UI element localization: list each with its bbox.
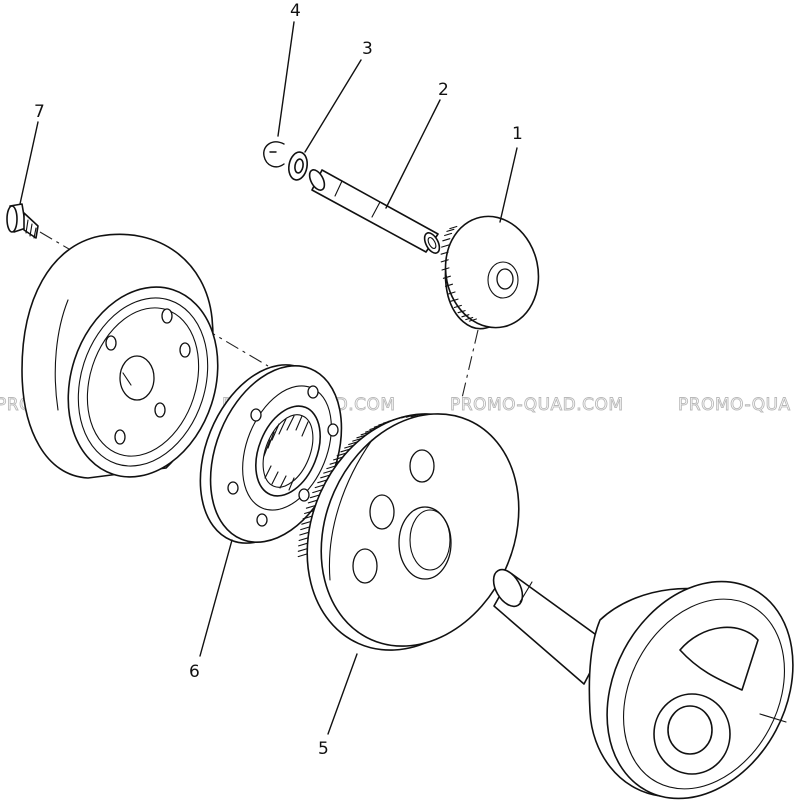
gear-tooth (307, 499, 318, 504)
part-4-circlip (263, 141, 285, 168)
gear-tooth (297, 548, 308, 552)
clutch-drum (21, 233, 219, 479)
callout-4: 4 (290, 1, 301, 21)
gear-tooth (369, 426, 380, 431)
gear-tooth (447, 291, 456, 295)
gear-tooth (360, 431, 371, 436)
leader-lines (19, 21, 518, 735)
callout-2: 2 (438, 80, 449, 100)
gear-tooth (356, 434, 367, 439)
leader-line-7 (19, 121, 39, 205)
gear-tooth (401, 414, 412, 419)
gear-tooth (323, 469, 334, 474)
gear-tooth (446, 228, 455, 232)
gear-tooth (364, 428, 376, 433)
leader-line-1 (499, 147, 518, 223)
gear-axis-line (461, 329, 479, 399)
gear-tooth (314, 484, 325, 489)
gear-tooth (302, 515, 313, 520)
leader-line-3 (304, 59, 362, 153)
gear-tooth (309, 494, 320, 499)
gear-tooth (450, 298, 459, 302)
leader-line-4 (277, 21, 295, 137)
gear-tooth (415, 413, 426, 418)
gear-tooth (317, 479, 328, 484)
gear-tooth (326, 465, 337, 470)
gear-tooth (441, 267, 450, 271)
watermark-text-4: PROMO-QUA (678, 395, 791, 415)
gear-tooth (457, 310, 466, 314)
gear-tooth (301, 520, 312, 525)
part-3-washer (288, 151, 308, 181)
gear-tooth (297, 553, 308, 558)
gear-tooth (405, 413, 416, 418)
gear-tooth (299, 531, 310, 536)
gear-tooth (444, 232, 453, 237)
gear-tooth (320, 474, 331, 479)
gear-tooth (444, 283, 454, 287)
gear-tooth (312, 489, 323, 494)
center-axis-line (39, 231, 269, 367)
callout-6: 6 (189, 662, 200, 682)
gear-tooth (440, 251, 449, 255)
leader-line-6 (199, 539, 233, 657)
gear-tooth (461, 314, 470, 318)
part-7-bolt (6, 203, 39, 239)
gear-tooth (344, 444, 355, 449)
gear-tooth (305, 504, 316, 509)
gear-tooth (329, 460, 340, 465)
gear-tooth (465, 316, 474, 321)
gear-tooth (441, 244, 450, 248)
gear-tooth (442, 275, 451, 279)
gear-tooth (468, 318, 477, 322)
part-5-driven-gear (297, 413, 520, 651)
watermark-text-3: PROMO-QUAD.COM (450, 395, 624, 415)
part-2-shaft (308, 169, 441, 254)
gear-tooth (449, 225, 458, 230)
callout-3: 3 (362, 39, 373, 59)
part-1-idle-gear (440, 215, 540, 330)
callout-labels: 1 2 3 4 5 6 7 (34, 1, 523, 759)
leader-line-2 (385, 99, 441, 209)
gear-tooth (340, 448, 351, 453)
callout-1: 1 (512, 124, 523, 144)
gear-tooth (440, 259, 449, 263)
gear-tooth (352, 437, 363, 442)
callout-7: 7 (34, 102, 45, 122)
gear-tooth (453, 304, 462, 309)
gear-tooth (410, 413, 421, 418)
gear-tooth (442, 238, 451, 242)
callout-5: 5 (318, 739, 329, 759)
gear-tooth (298, 537, 309, 542)
gear-tooth (348, 441, 359, 446)
gear-tooth (336, 452, 347, 457)
leader-line-5 (327, 653, 358, 735)
clutch-carrier-shaft (492, 568, 794, 800)
part-6-one-way-clutch (199, 364, 343, 544)
gear-tooth (333, 456, 344, 461)
gear-tooth (304, 510, 315, 515)
gear-tooth (373, 423, 384, 428)
gear-tooth (298, 542, 309, 547)
gear-tooth (300, 526, 311, 531)
